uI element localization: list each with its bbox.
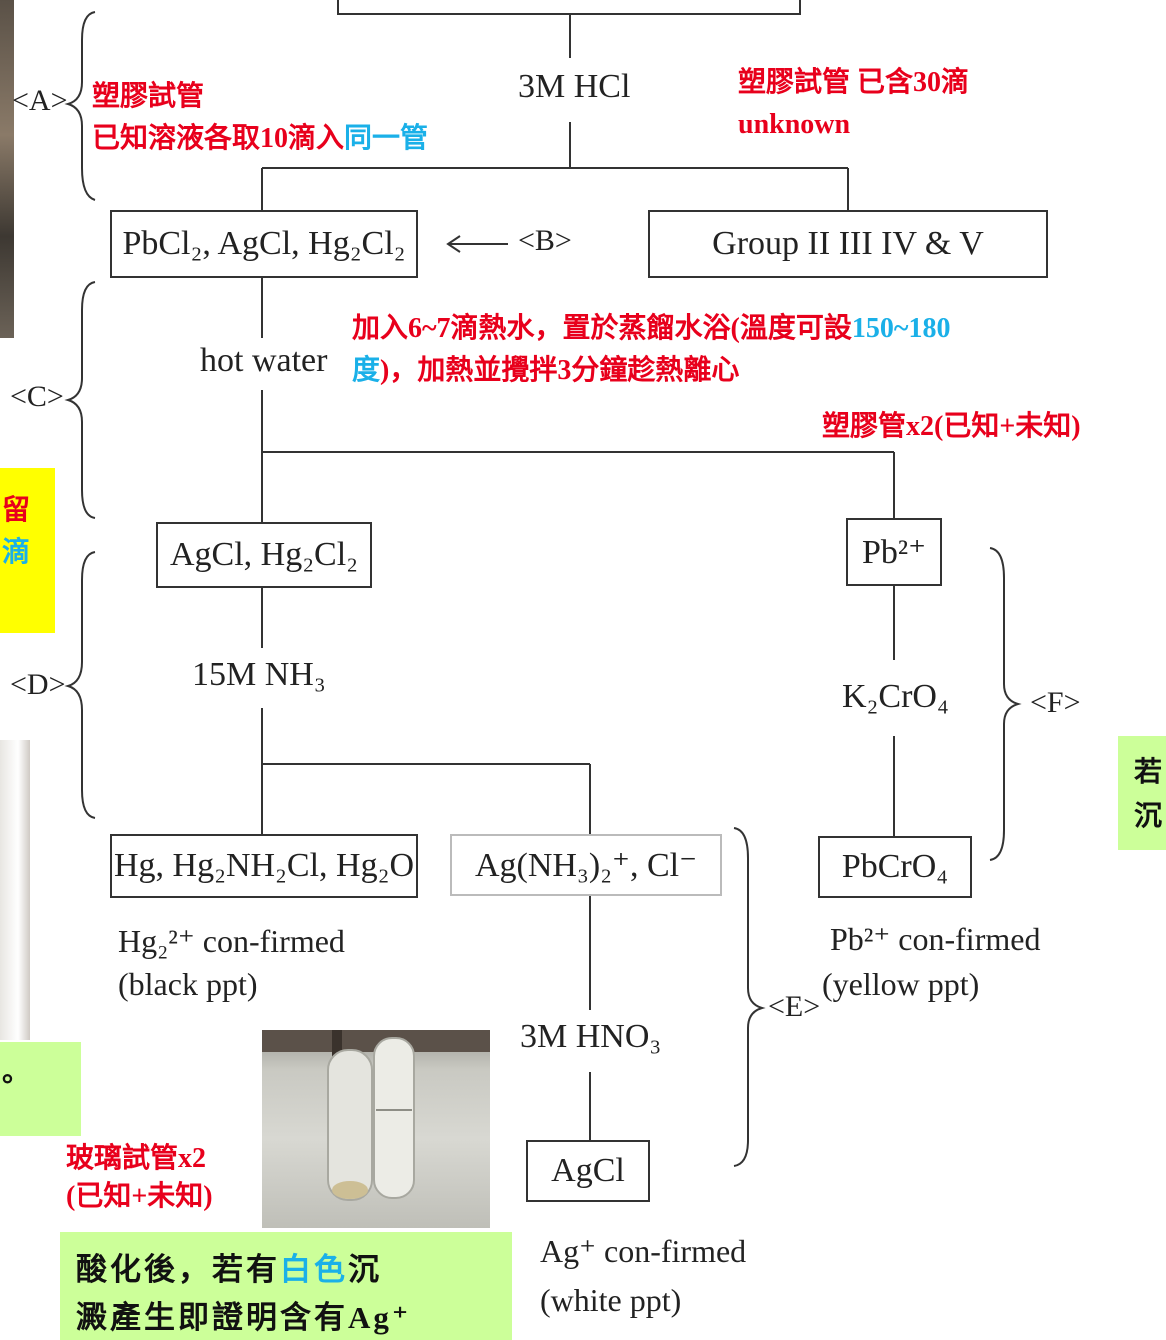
yellow-note-text-1: 留 bbox=[2, 495, 31, 526]
note-glass-line2: (已知+未知) bbox=[66, 1181, 213, 1212]
step-label-c: <C> bbox=[10, 380, 64, 413]
box-hg-products: Hg, Hg₂NH₂Cl, Hg₂O bbox=[110, 834, 418, 898]
pb-ppt: (yellow ppt) bbox=[822, 966, 980, 1002]
note-a-line2: 已知溶液各取10滴入同一管 bbox=[92, 118, 428, 160]
note-c: 加入6~7滴熱水，置於蒸餾水浴(溫度可設150~180 度)，加熱並攪拌3分鐘趁… bbox=[352, 308, 950, 392]
note-a: 塑膠試管 已知溶液各取10滴入同一管 bbox=[92, 76, 428, 160]
step-label-f: <F> bbox=[1030, 686, 1081, 719]
test-tube-icon bbox=[262, 1030, 490, 1201]
note-c-line2-highlight: 度 bbox=[352, 355, 381, 386]
step-label-d: <D> bbox=[10, 668, 66, 701]
hg-confirmed: Hg₂²⁺ con-firmed bbox=[118, 923, 345, 959]
green-note-fragment-left: 。 bbox=[0, 1042, 81, 1136]
box-pbcro4: PbCrO₄ bbox=[818, 836, 972, 898]
note-acidify-line1: 酸化後，若有白色沉 bbox=[76, 1244, 382, 1289]
green-note-left-text: 。 bbox=[2, 1057, 31, 1088]
note-a-line2-highlight: 同一管 bbox=[344, 123, 429, 154]
step-label-e: <E> bbox=[768, 990, 821, 1023]
box-ag-complex: Ag(NH₃)₂⁺, Cl⁻ bbox=[450, 834, 722, 896]
photo-fragment-top-left bbox=[0, 0, 14, 338]
note-unknown-line2: unknown bbox=[738, 109, 851, 140]
note-acidify-text-a: 酸化後，若有 bbox=[76, 1252, 280, 1287]
yellow-note-text-2: 滴 bbox=[2, 537, 31, 568]
green-note-right-text-1: 若 bbox=[1134, 757, 1163, 788]
note-a-line2-text: 已知溶液各取10滴入 bbox=[92, 123, 345, 154]
note-plastic-x2: 塑膠管x2(已知+未知) bbox=[822, 411, 1081, 442]
pb-confirmed: Pb²⁺ con-firmed bbox=[830, 921, 1041, 957]
box-agcl-final: AgCl bbox=[526, 1140, 650, 1202]
note-unknown: 塑膠試管 已含30滴 unknown bbox=[738, 62, 969, 146]
ag-confirmed: Ag⁺ con-firmed bbox=[540, 1233, 747, 1269]
reagent-k2cro4: K₂CrO₄ bbox=[842, 678, 949, 715]
note-c-line1-highlight: 150~180 bbox=[851, 313, 951, 344]
note-c-line2: 度)，加熱並攪拌3分鐘趁熱離心 bbox=[352, 350, 950, 392]
hg-ppt: (black ppt) bbox=[118, 966, 258, 1002]
box-pb2: Pb²⁺ bbox=[846, 518, 942, 586]
note-glass-x2: 玻璃試管x2 (已知+未知) bbox=[66, 1140, 213, 1216]
ag-ppt: (white ppt) bbox=[540, 1282, 682, 1318]
note-c-line2-text: )，加熱並攪拌3分鐘趁熱離心 bbox=[380, 355, 740, 386]
green-note-right-text-2: 沉 bbox=[1134, 801, 1163, 832]
reagent-hot-water: hot water bbox=[200, 342, 328, 379]
step-label-a: <A> bbox=[12, 84, 68, 117]
box-agcl-hg2cl2: AgCl, Hg₂Cl₂ bbox=[156, 522, 372, 588]
green-note-fragment-right: 若 沉 bbox=[1118, 736, 1166, 850]
note-c-line1: 加入6~7滴熱水，置於蒸餾水浴(溫度可設150~180 bbox=[352, 308, 950, 350]
box-chlorides: PbCl₂, AgCl, Hg₂Cl₂ bbox=[110, 210, 418, 278]
step-label-b: <B> bbox=[518, 224, 572, 257]
reagent-nh3: 15M NH₃ bbox=[192, 656, 326, 693]
reagent-hno3: 3M HNO₃ bbox=[520, 1018, 662, 1055]
note-unknown-line1: 塑膠試管 已含30滴 bbox=[738, 67, 970, 98]
box-groups: Group II III IV & V bbox=[648, 210, 1048, 278]
yellow-note-fragment: 留 滴 bbox=[0, 468, 55, 633]
note-c-line1-text: 加入6~7滴熱水，置於蒸餾水浴(溫度可設 bbox=[352, 313, 852, 344]
note-acidify-line2: 澱產生即證明含有Ag⁺ bbox=[76, 1300, 412, 1335]
note-glass-line1: 玻璃試管x2 bbox=[66, 1143, 207, 1174]
note-acidify-highlight: 白色 bbox=[280, 1252, 348, 1287]
reagent-hcl: 3M HCl bbox=[518, 68, 631, 105]
photo-fragment-mid-left bbox=[0, 740, 30, 1040]
note-acidify: 酸化後，若有白色沉 澱產生即證明含有Ag⁺ bbox=[60, 1232, 512, 1340]
test-tube-photo bbox=[262, 1030, 490, 1228]
note-a-line1: 塑膠試管 bbox=[92, 81, 205, 112]
note-acidify-text-b: 沉 bbox=[348, 1252, 382, 1287]
